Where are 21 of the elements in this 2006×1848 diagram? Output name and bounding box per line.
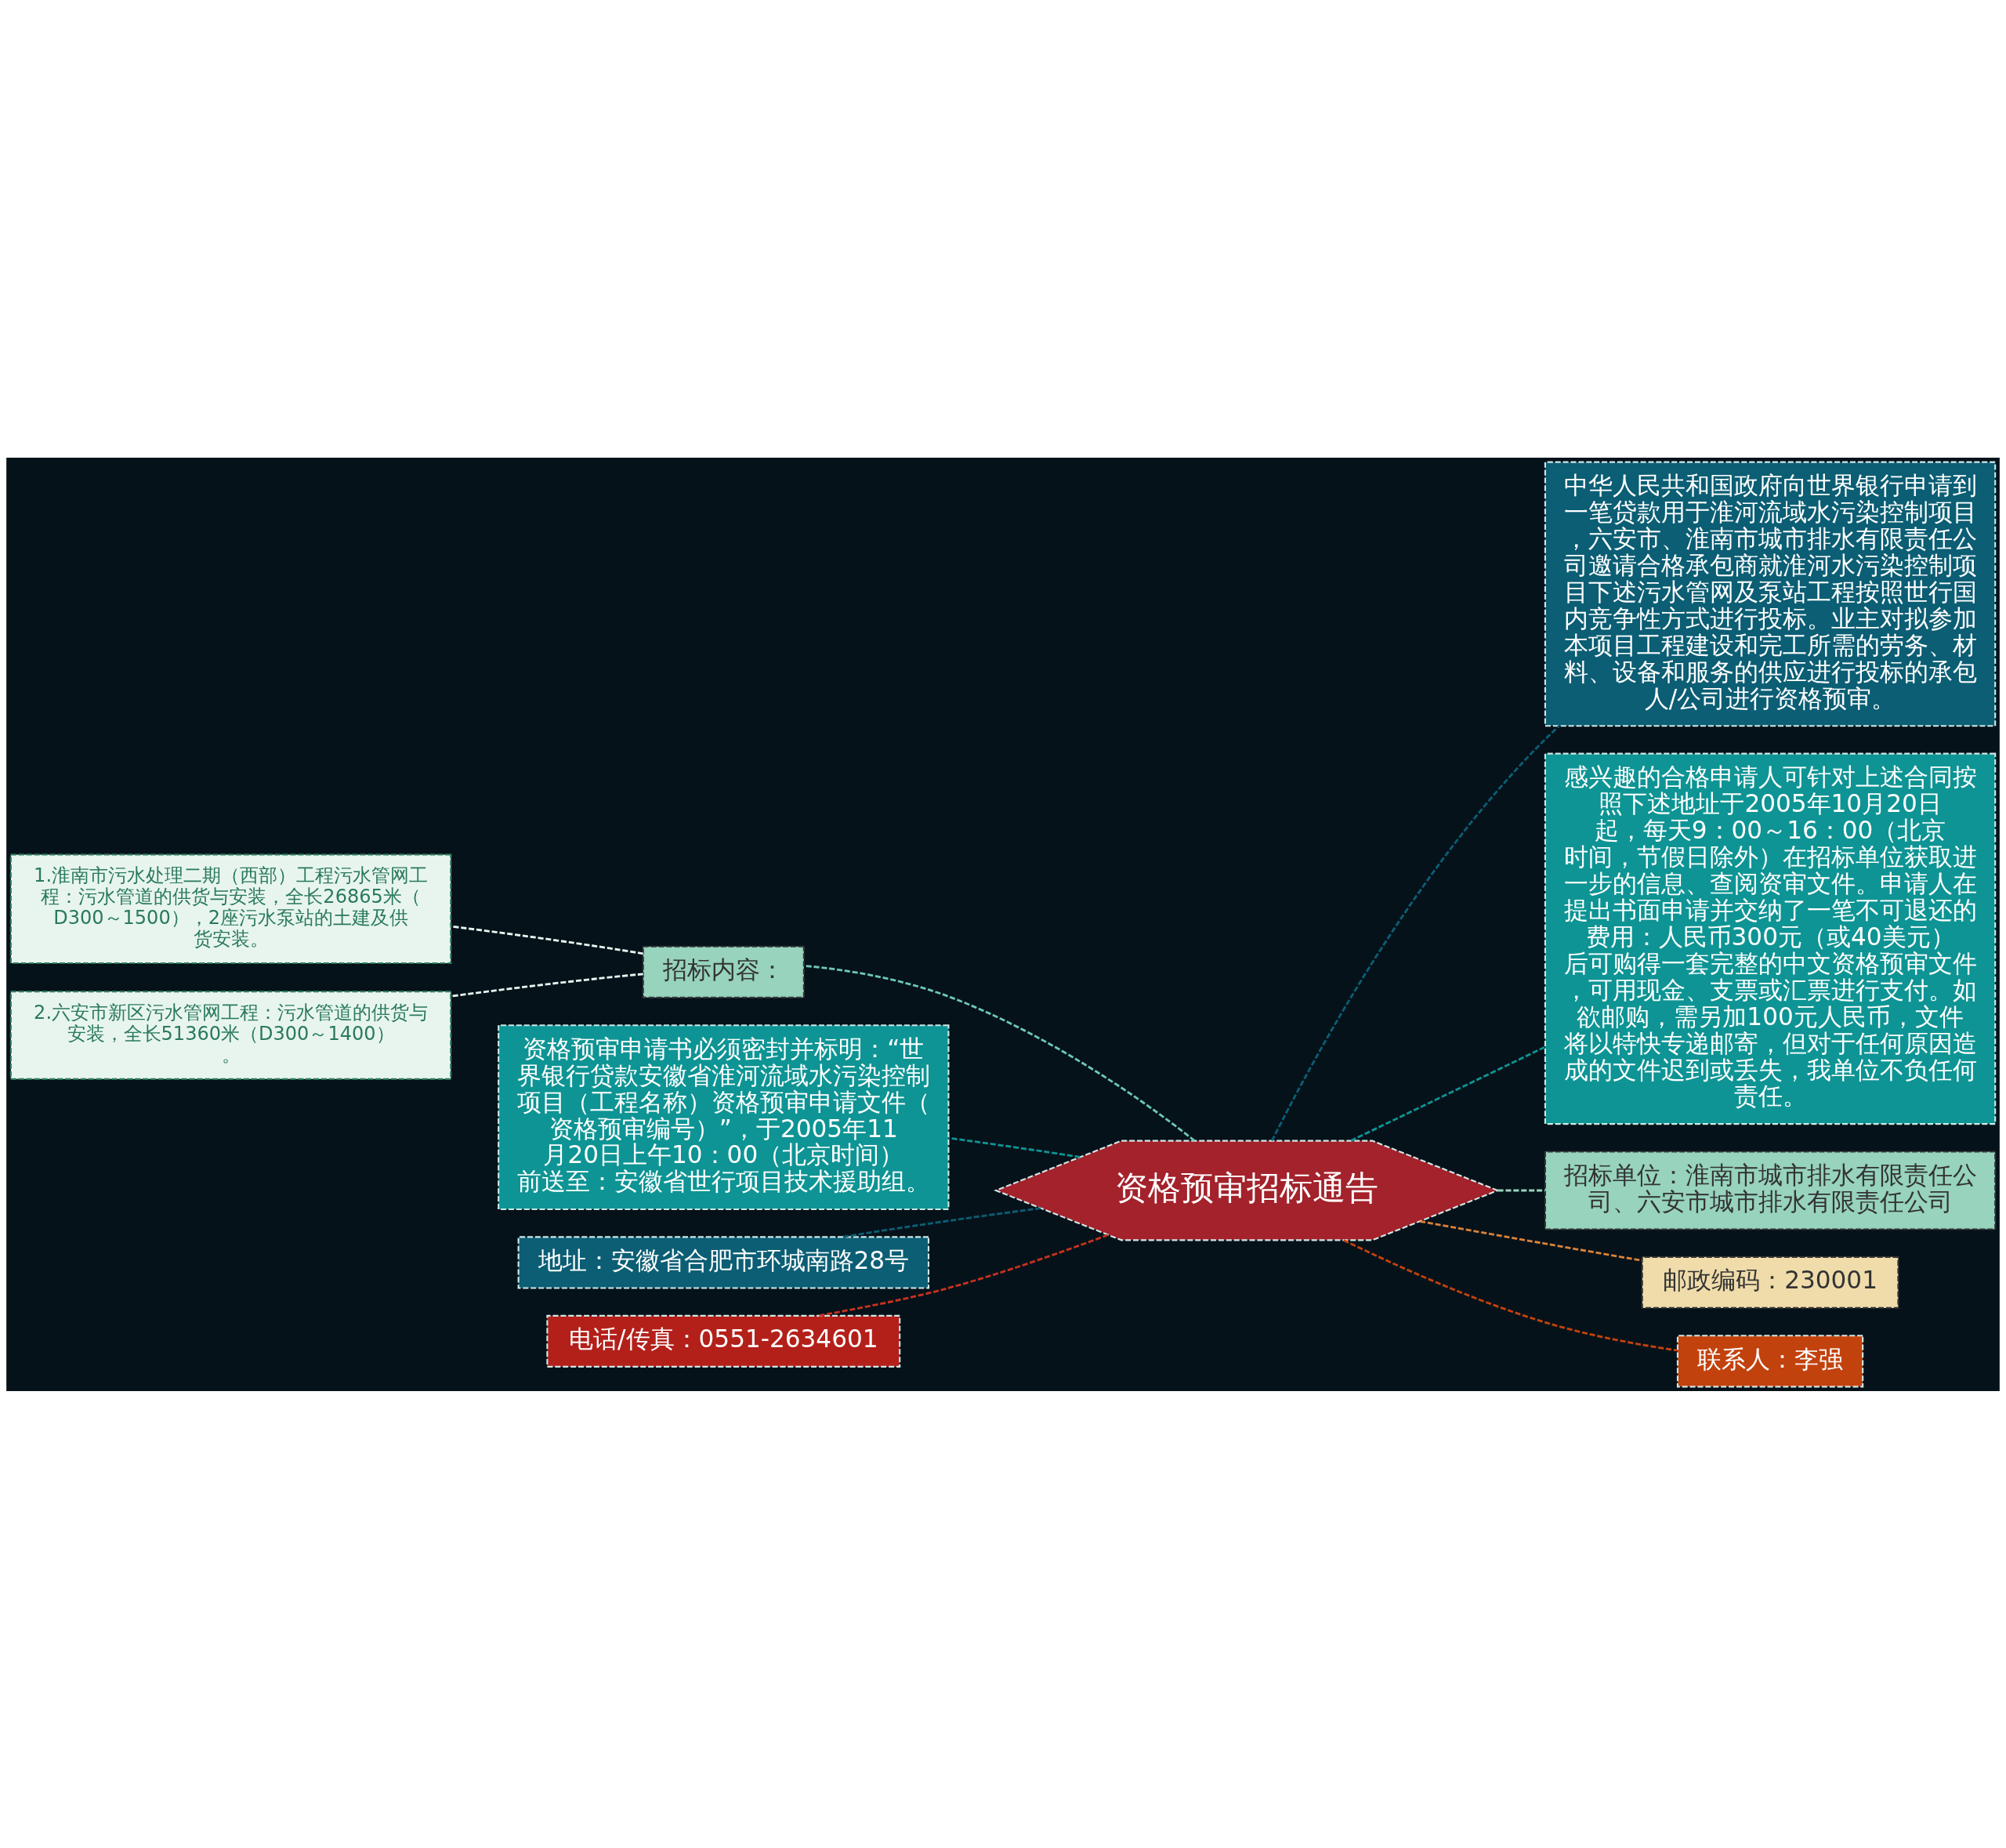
connector — [818, 1233, 1109, 1317]
node-box: 地址：安徽省合肥市环城南路28号 — [517, 1235, 930, 1288]
connector — [1419, 1219, 1642, 1262]
connector — [451, 972, 643, 998]
node-box: 招标单位：淮南市城市排水有限责任公司、六安市城市排水有限责任公司 — [1544, 1150, 1997, 1230]
connector — [948, 1136, 1081, 1158]
connector — [1497, 1189, 1545, 1191]
connector — [804, 964, 1196, 1142]
node-box: 电话/传真：0551-2634601 — [546, 1314, 901, 1368]
node-box: 中华人民共和国政府向世界银行申请到一笔贷款用于淮河流域水污染控制项目，六安市、淮南市城市排水有限责任公司邀请合格承包商就淮河水污染控制项目下述污水管网及泵站工程按照世行国内竞争性方式进行投标。业主对拟参加本项目工程建设和完工所需的劳务、材料、设备和服务的供应进行投标的承包人/公司进行资格预审。 — [1544, 461, 1997, 727]
node-box: 招标内容： — [642, 945, 805, 998]
connector — [1343, 1238, 1678, 1352]
node-box: 2.六安市新区污水管网工程：污水管道的供货与安装，全长51360米（D300～1400）。 — [9, 990, 452, 1080]
node-box: 感兴趣的合格申请人可针对上述合同按照下述地址于2005年10月20日起，每天9：00～16：00（北京时间，节假日除外）在招标单位获取进一步的信息、查阅资审文件。申请人在提出书面申请并交纳了一笔不可退还的费用：人民币300元（或40美元）后可购得一套完整的中文资格预审文件，可用现金、支票或汇票进行支付。如欲邮购，需另加100元人民币，文件将以特快专递邮寄，但对于任何原因造成的文件迟到或丢失，我单位不负任何责任。 — [1544, 752, 1997, 1125]
connector — [1350, 1045, 1546, 1142]
connector — [451, 925, 643, 955]
connector — [1271, 725, 1560, 1141]
node-box: 资格预审申请书必须密封并标明：“世界银行贷款安徽省淮河流域水污染控制项目（工程名称）资格预审申请文件（资格预审编号）”，于2005年11月20日上午10：00（北京时间）前送至：安徽省世行项目技术援助组。 — [498, 1024, 950, 1210]
node-box: 邮政编码：230001 — [1641, 1256, 1899, 1309]
node-box: 1.淮南市污水处理二期（西部）工程污水管网工程：污水管道的供货与安装，全长26865米（D300～1500），2座污水泵站的土建及供货安装。 — [9, 853, 452, 964]
node-box: 联系人：李强 — [1676, 1334, 1864, 1387]
